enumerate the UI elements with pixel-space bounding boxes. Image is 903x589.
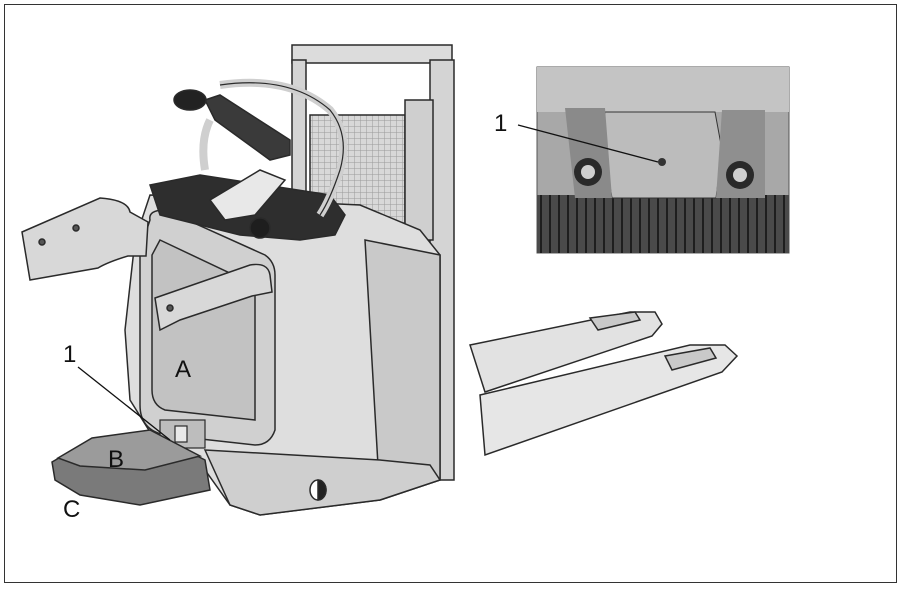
- leader-line-inset: [517, 124, 659, 163]
- callout-c: C: [63, 496, 81, 523]
- callout-a: A: [175, 356, 192, 383]
- forks: [469, 311, 739, 457]
- side-gates: [21, 197, 273, 332]
- callout-b: B: [108, 446, 125, 473]
- callout-main-1: 1: [63, 341, 77, 368]
- detail-inset-photo: [536, 66, 790, 254]
- leader-line-main: [77, 366, 171, 441]
- platform: [51, 429, 211, 506]
- operator-console: [149, 78, 348, 241]
- callout-inset-1: 1: [494, 110, 508, 137]
